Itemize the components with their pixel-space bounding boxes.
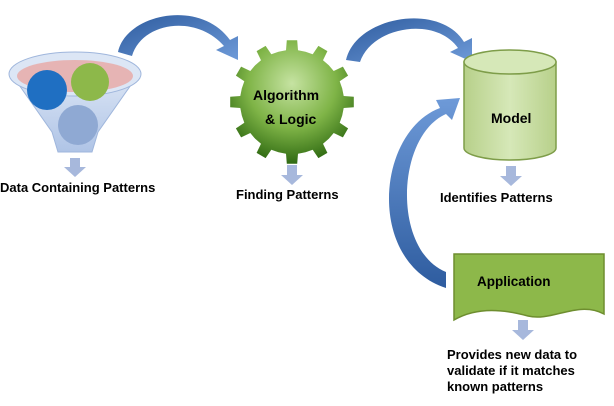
down-arrow-algorithm: [281, 165, 303, 185]
label-provides-line1: Provides new data to: [447, 347, 578, 362]
curved-arrow-algorithm-to-model: [346, 18, 472, 62]
label-provides-line2: validate if it matches: [447, 363, 575, 378]
label-finding: Finding Patterns: [236, 187, 339, 202]
label-identifies: Identifies Patterns: [440, 190, 553, 205]
curved-arrow-application-to-model: [388, 98, 460, 288]
curved-arrow-source-to-algorithm: [118, 15, 238, 60]
model-label: Model: [491, 110, 532, 126]
application-document: [453, 253, 605, 322]
green-ball: [71, 63, 109, 101]
gear-icon: [230, 40, 354, 164]
model-cylinder: [463, 49, 557, 161]
gear-label-line2: & Logic: [265, 111, 317, 127]
gear-body: [230, 40, 354, 164]
down-arrow-model: [500, 166, 522, 186]
funnel-icon: [8, 51, 142, 153]
label-provides-line3: known patterns: [447, 379, 544, 394]
gear-label-line1: Algorithm: [253, 87, 320, 103]
grey-ball: [58, 105, 98, 145]
down-arrow-application: [512, 320, 534, 340]
blue-ball: [27, 70, 67, 110]
down-arrow-source: [64, 158, 86, 177]
label-data-source: Data Containing Patterns: [0, 180, 156, 195]
application-label: Application: [477, 274, 551, 289]
